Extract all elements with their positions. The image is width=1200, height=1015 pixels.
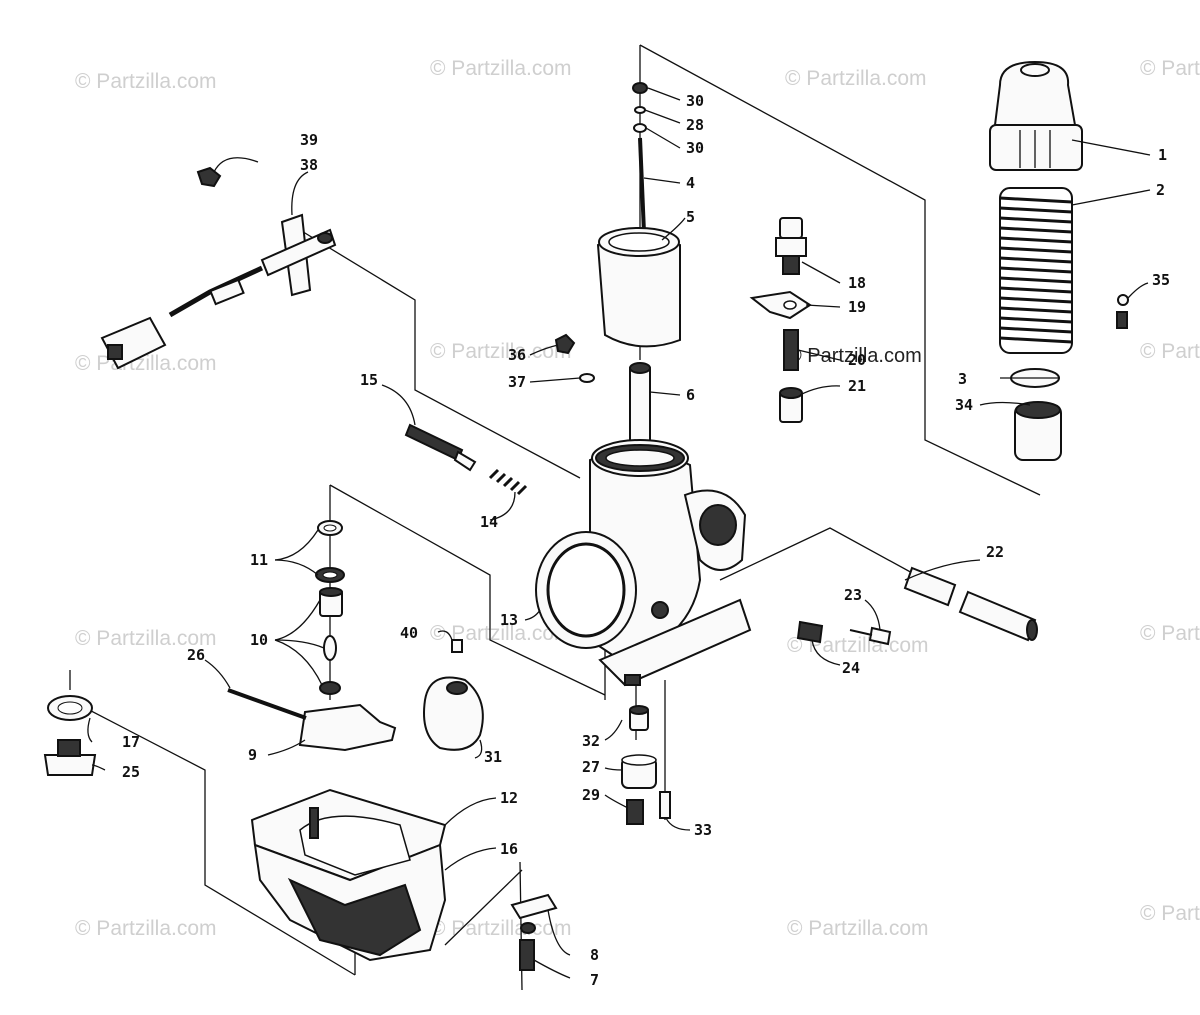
callout-39: 39 [300,131,318,149]
parts-38-39 [100,166,337,370]
parts-17-25 [43,695,97,776]
watermark: © Partzilla.com [1140,340,1200,363]
part-35-screw [1116,294,1129,329]
carburetor-body [535,439,752,687]
callout-34: 34 [955,396,973,414]
part-26-pin [227,688,307,720]
callout-36: 36 [508,346,526,364]
callouts: 1 2 3 4 5 6 7 8 9 10 11 12 13 14 15 16 1… [122,92,1170,989]
callout-25: 25 [122,763,140,781]
watermark: © Partzilla.com [430,917,572,940]
parts-9-10-11 [298,520,397,752]
watermarks: © Partzilla.com © Partzilla.com © Partzi… [75,57,1200,940]
callout-15: 15 [360,371,378,389]
part-15-screw [404,423,477,472]
callout-6: 6 [686,386,695,404]
watermark: © Partzilla.com [787,345,922,367]
part-2-spring [999,187,1073,354]
callout-31: 31 [484,748,502,766]
callout-37: 37 [508,373,526,391]
parts-18-21 [749,217,812,423]
watermark: © Partzilla.com [430,622,572,645]
parts-27-29-32-33 [621,705,671,825]
needle-clip-parts [632,82,648,133]
part-34-holder [1014,401,1062,461]
callout-13: 13 [500,611,518,629]
callout-10: 10 [250,631,268,649]
callout-24: 24 [842,659,860,677]
part-5-throttle-valve [596,227,681,348]
watermark: © Partzilla.com [75,70,217,93]
watermark: © Partzilla.com [1140,57,1200,80]
callout-26: 26 [187,646,205,664]
callout-9: 9 [248,746,257,764]
callout-2: 2 [1156,181,1165,199]
callout-7: 7 [590,971,599,989]
callout-23: 23 [844,586,862,604]
watermark: © Partzilla.com [75,627,217,650]
callout-27: 27 [582,758,600,776]
callout-14: 14 [480,513,498,531]
callout-28: 28 [686,116,704,134]
watermark: © Partzilla.com [1140,902,1200,925]
parts-23-24 [796,620,892,646]
callout-5: 5 [686,208,695,226]
part-6-slide-guide [629,362,651,446]
callout-38: 38 [300,156,318,174]
callout-33: 33 [694,821,712,839]
callout-22: 22 [986,543,1004,561]
watermark: © Partzilla.com [785,67,927,90]
watermark: © Partzilla.com [430,340,572,363]
callout-30: 30 [686,139,704,157]
callout-30: 30 [686,92,704,110]
part-22-tube [903,566,1038,642]
callout-21: 21 [848,377,866,395]
watermark: © Partzilla.com [787,634,929,657]
callout-29: 29 [582,786,600,804]
assembly-lines [69,44,1041,991]
callout-35: 35 [1152,271,1170,289]
watermark: © Partzilla.com [430,57,572,80]
callout-3: 3 [958,370,967,388]
part-14-spring [488,468,528,496]
callout-20: 20 [848,351,866,369]
callout-11: 11 [250,551,268,569]
callout-18: 18 [848,274,866,292]
parts-7-8 [510,893,558,971]
watermark: © Partzilla.com [787,917,929,940]
part-12-float-bowl [250,788,447,962]
callout-16: 16 [500,840,518,858]
parts-31-40 [423,639,484,751]
part-1-cap [989,60,1083,171]
watermark: © Partzilla.com [1140,622,1200,645]
watermark: © Partzilla.com [75,917,217,940]
callout-17: 17 [122,733,140,751]
callout-1: 1 [1158,146,1167,164]
callout-4: 4 [686,174,695,192]
callout-12: 12 [500,789,518,807]
callout-8: 8 [590,946,599,964]
callout-19: 19 [848,298,866,316]
callout-40: 40 [400,624,418,642]
callout-32: 32 [582,732,600,750]
leader-lines [87,87,1151,979]
